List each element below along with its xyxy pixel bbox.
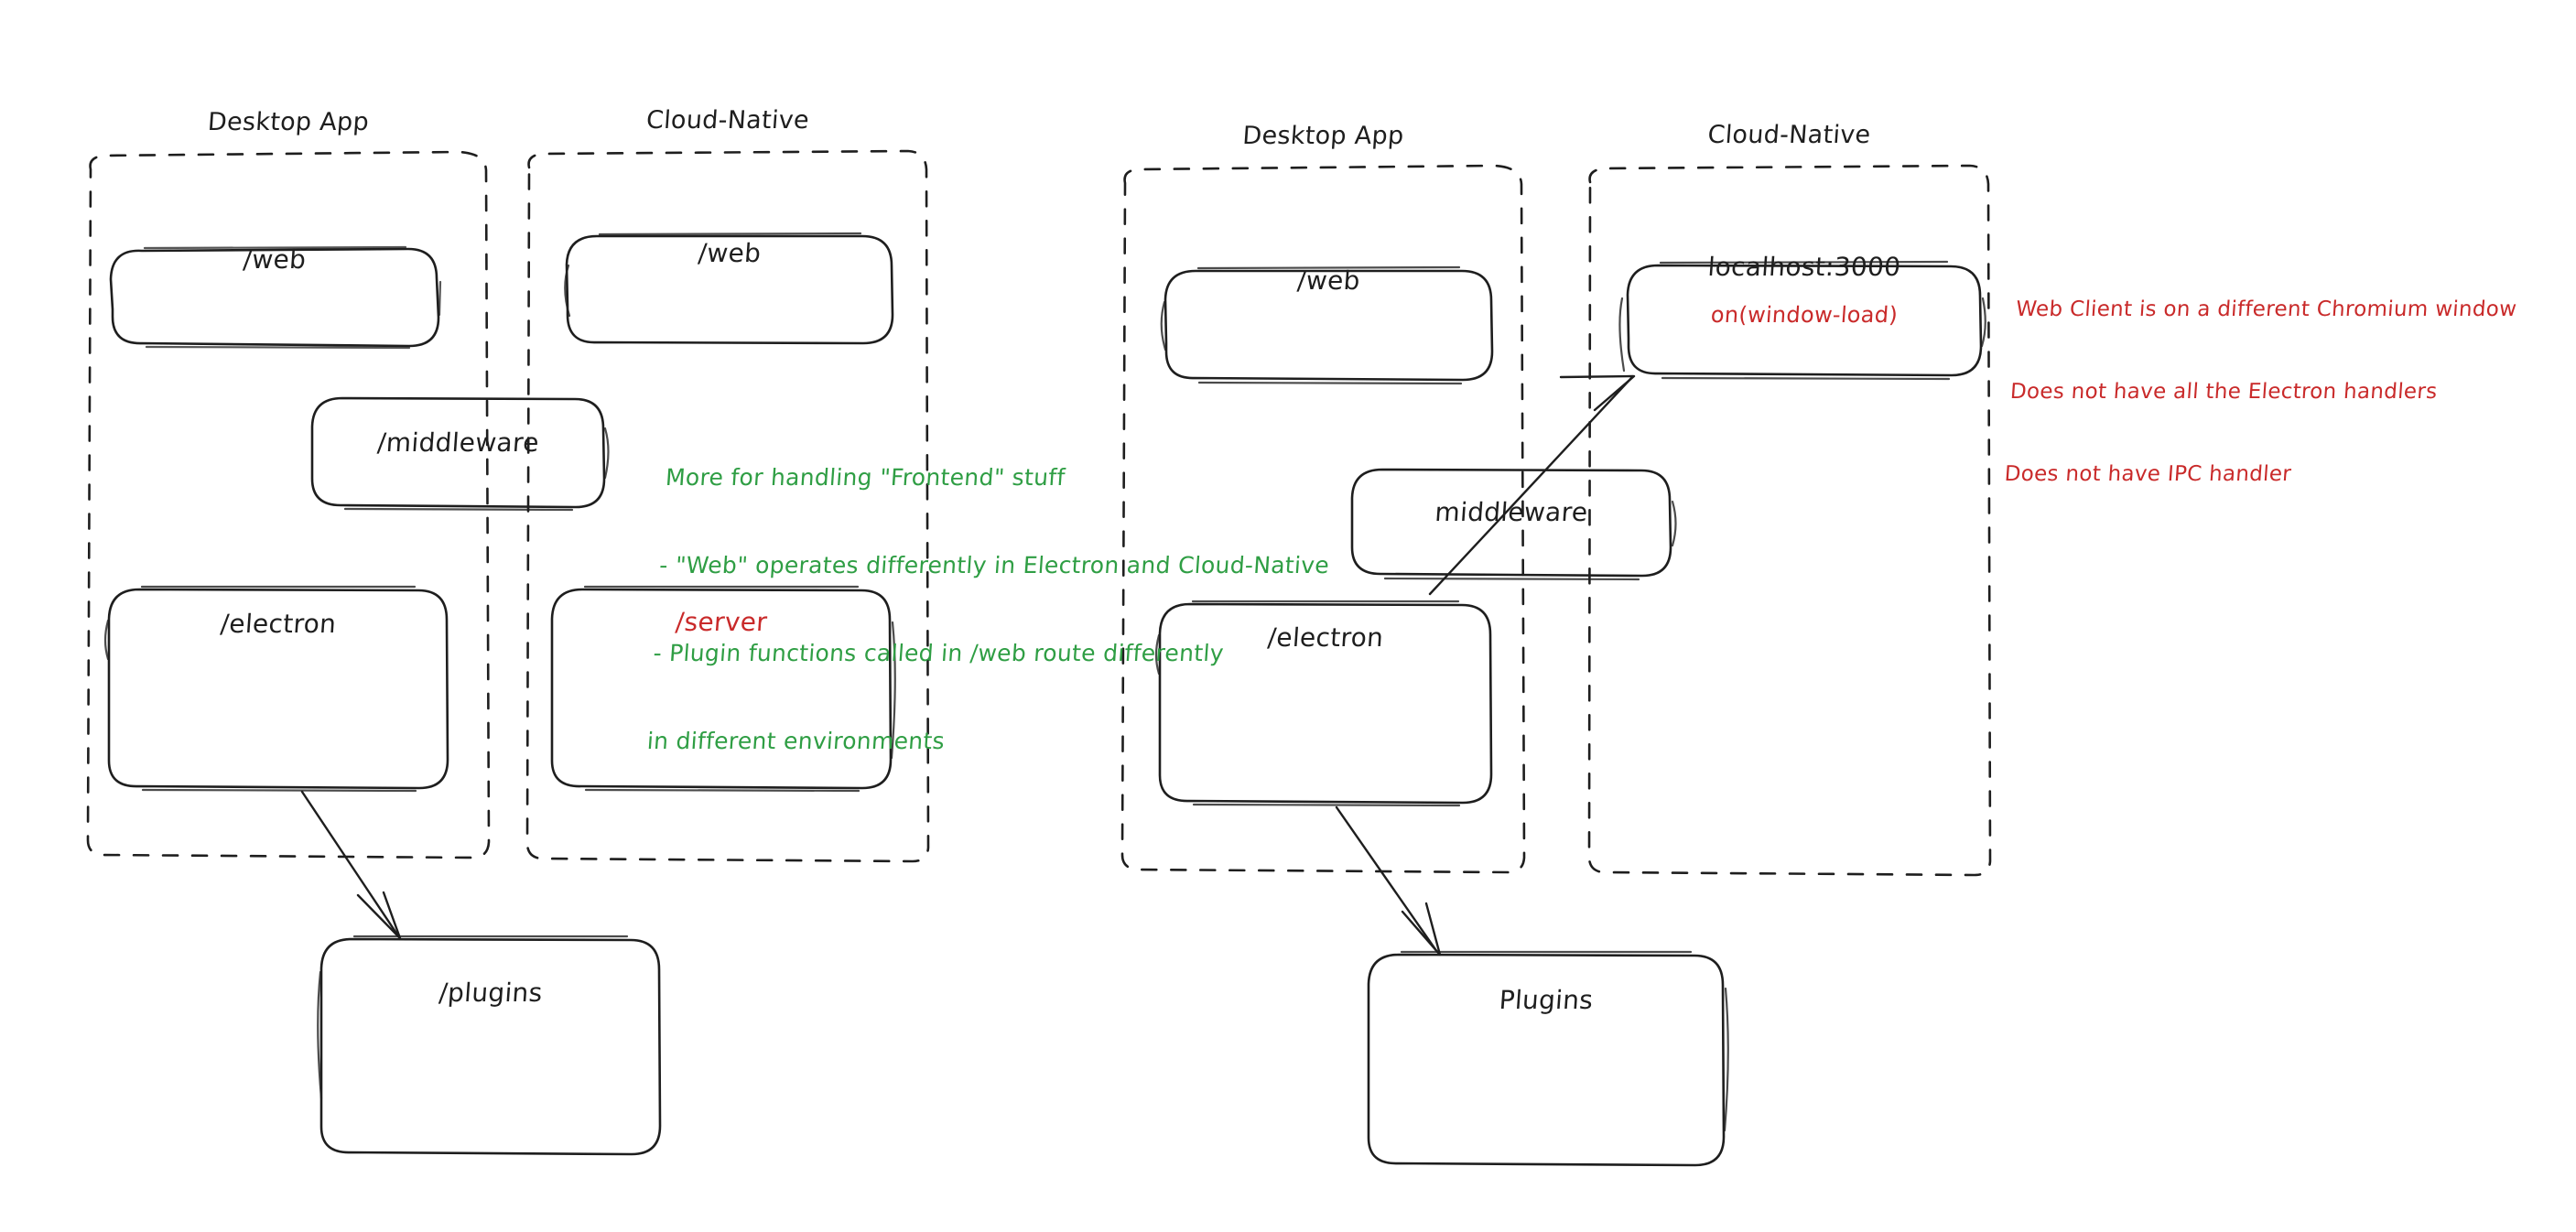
node-left-plugins[interactable]: [317, 935, 662, 1156]
node-label-left-desktop-web: /web: [242, 244, 308, 275]
node-label-right-localhost: localhost:3000: [1706, 252, 1902, 282]
group-label-left-desktop-app: Desktop App: [206, 108, 371, 136]
edge-left-electron-to-plugins: [300, 790, 402, 940]
node-label-left-middleware: /middleware: [376, 427, 540, 458]
annotation-red-note: Web Client is on a different Chromium wi…: [1999, 241, 2576, 543]
edge-right-electron-to-plugins: [1335, 805, 1442, 956]
node-left-cloud-web[interactable]: [564, 232, 894, 345]
node-right-desktop-web[interactable]: [1160, 265, 1494, 385]
node-right-middleware[interactable]: [1350, 468, 1677, 581]
green-note-line-4: in different environments: [645, 728, 946, 754]
green-note-line-2: - "Web" operates differently in Electron…: [658, 552, 1331, 578]
node-left-server[interactable]: [550, 585, 896, 793]
group-label-left-cloud-native: Cloud-Native: [644, 106, 811, 135]
node-label-left-plugins: /plugins: [438, 978, 544, 1008]
red-note-line-1: Web Client is on a different Chromium wi…: [2015, 297, 2518, 321]
group-left-cloud-native: [525, 149, 930, 863]
node-right-plugins[interactable]: [1367, 950, 1729, 1167]
green-note-line-1: More for handling "Frontend" stuff: [665, 464, 1066, 491]
group-right-cloud-native: [1587, 164, 1992, 877]
group-label-right-cloud-native: Cloud-Native: [1706, 121, 1872, 149]
group-right-desktop-app: [1120, 164, 1526, 874]
node-label-right-plugins: Plugins: [1498, 985, 1595, 1015]
node-right-localhost[interactable]: [1618, 260, 1986, 381]
node-left-desktop-web[interactable]: [109, 245, 442, 350]
group-left-desktop-app: [86, 150, 491, 859]
node-left-middleware[interactable]: [310, 396, 610, 512]
node-label-left-electron: /electron: [219, 609, 338, 639]
green-note-line-3: - Plugin functions called in /web route …: [652, 640, 1225, 666]
red-note-line-2: Does not have all the Electron handlers: [2009, 380, 2439, 404]
node-label-right-desktop-web: /web: [1296, 265, 1361, 296]
edge-right-electron-to-localhost: [1428, 374, 1636, 596]
annotation-green-note: More for handling "Frontend" stuff - "We…: [642, 405, 1402, 815]
node-left-electron[interactable]: [103, 585, 449, 793]
red-note-line-3: Does not have IPC handler: [2003, 462, 2292, 486]
node-sublabel-right-localhost: on(window-load): [1709, 302, 1900, 328]
node-right-electron[interactable]: [1154, 600, 1493, 807]
node-label-left-cloud-web: /web: [697, 238, 763, 268]
node-label-right-middleware: middleware: [1434, 497, 1589, 527]
group-label-right-desktop-app: Desktop App: [1241, 122, 1405, 150]
